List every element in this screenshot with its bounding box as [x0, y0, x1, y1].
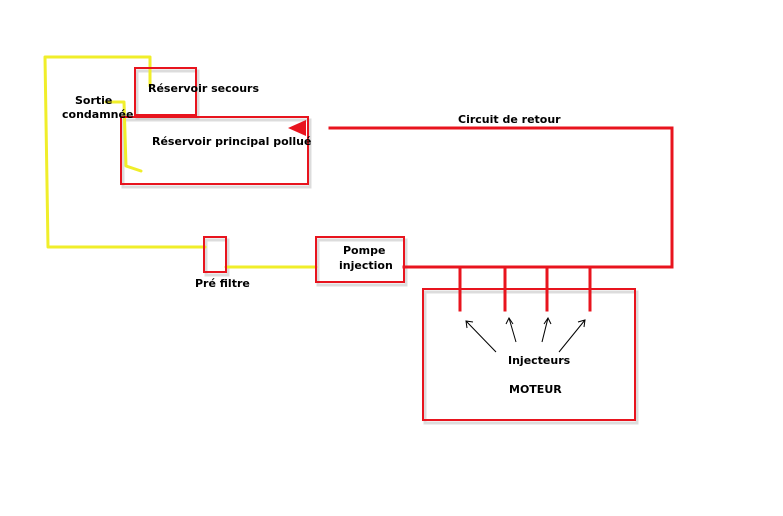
- moteur-box: [422, 288, 636, 421]
- label-circuit-retour: Circuit de retour: [458, 113, 561, 126]
- pointer-arrow-2: [508, 317, 517, 343]
- pre-filtre-box: [203, 236, 227, 273]
- return-circuit-line: [328, 126, 674, 269]
- label-injection: injection: [339, 259, 393, 272]
- pointer-arrow-1: [465, 320, 497, 353]
- pointer-arrowhead-1: [465, 320, 474, 329]
- label-reservoir-secours: Réservoir secours: [148, 82, 259, 95]
- yellow-sortie-condamnee-line: [104, 100, 143, 173]
- pointer-arrow-4: [558, 319, 586, 353]
- label-sortie: Sortie: [75, 94, 112, 107]
- pointer-arrowhead-3: [543, 317, 552, 325]
- reservoir-principal-box: [120, 116, 309, 185]
- yellow-feed-line-secours: [43, 55, 207, 249]
- reservoir-secours-box: [134, 67, 197, 116]
- pointer-arrow-3: [541, 317, 549, 343]
- label-reservoir-principal: Réservoir principal pollué: [152, 135, 311, 148]
- pompe-injection-box: [315, 236, 405, 283]
- pointer-arrowhead-4: [577, 319, 586, 328]
- label-injecteurs: Injecteurs: [508, 354, 571, 367]
- label-condamnee: condamnée: [62, 108, 133, 121]
- pointer-arrowhead-2: [505, 317, 514, 325]
- label-pre-filtre: Pré filtre: [195, 277, 250, 290]
- label-pompe: Pompe: [343, 244, 385, 257]
- label-moteur: MOTEUR: [509, 383, 562, 396]
- return-arrowhead: [288, 120, 306, 136]
- injector-pointer-arrows: [465, 317, 586, 353]
